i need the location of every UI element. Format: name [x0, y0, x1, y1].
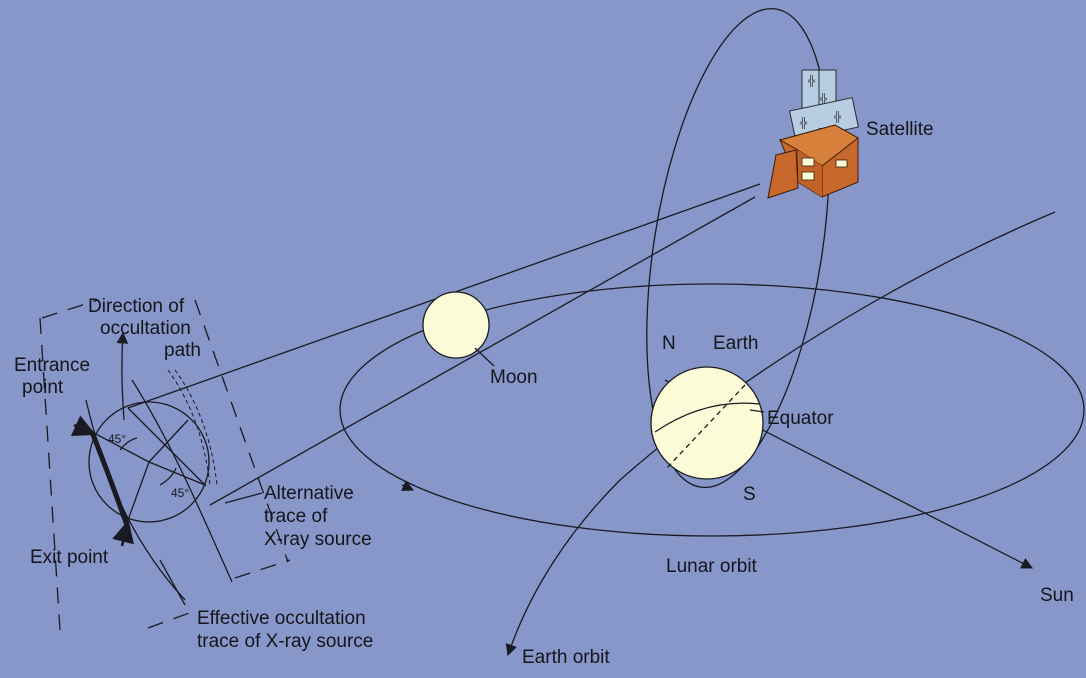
alternative-leader: [224, 492, 263, 504]
entrance-arrow: [70, 415, 97, 436]
moon-body: [422, 291, 490, 359]
earth-body: [650, 366, 764, 480]
exit-arrow: [112, 519, 135, 547]
detail-bracket-right: [194, 299, 289, 563]
moon-label: Moon: [490, 367, 538, 388]
detail-bracket-bottom: [147, 559, 291, 629]
effective-label-line1: Effective occultation: [197, 608, 366, 629]
svg-text:╬: ╬: [807, 74, 816, 87]
earth-orbit-label: Earth orbit: [522, 647, 610, 668]
radial-line-5: [127, 407, 207, 487]
earth-equator: [654, 402, 761, 433]
svg-text:╬: ╬: [833, 110, 842, 123]
entrance-label-line1: Entrance: [14, 355, 90, 376]
sight-line-lower: [209, 196, 756, 506]
alternative-trace-b: [174, 369, 218, 486]
lunar-orbit-arrow: [400, 480, 415, 491]
angle-bottom-label: 45°: [171, 486, 189, 500]
direction-arrow: [116, 331, 129, 421]
direction-label-line2: occultation: [100, 318, 191, 339]
radial-line-4: [148, 461, 206, 486]
satellite-orbit-ellipse: [646, 7, 830, 489]
effective-leader: [159, 559, 186, 606]
satellite-label: Satellite: [866, 119, 934, 140]
north-label: N: [662, 333, 676, 354]
sun-label: Sun: [1040, 585, 1074, 606]
lunar-orbit-ellipse: [339, 283, 1085, 537]
equator-leader: [749, 409, 765, 413]
equator-label: Equator: [767, 408, 834, 429]
source-disc: [88, 401, 210, 523]
moon-leader: [474, 347, 495, 367]
direction-label-line1: Direction of: [88, 296, 185, 317]
svg-text:╬: ╬: [799, 116, 808, 129]
entrance-label-line2: point: [22, 377, 64, 398]
radial-line-2: [127, 461, 150, 521]
alternative-label-line2: trace of: [264, 506, 328, 527]
effective-label-line2: trace of X-ray source: [197, 631, 373, 652]
alternative-label-line1: Alternative: [264, 483, 354, 504]
angle-top-label: 45°: [108, 432, 126, 446]
earth-axis-dashed: [664, 384, 746, 471]
lunar-orbit-label: Lunar orbit: [666, 556, 758, 577]
satellite-icon: ╬ ╬ ╬ ╬: [767, 69, 860, 199]
alternative-trace-a: [167, 369, 211, 486]
direction-label-line3: path: [164, 340, 201, 361]
svg-text:╬: ╬: [819, 92, 828, 105]
south-label: S: [743, 484, 756, 505]
occultation-detail: [39, 299, 291, 631]
angle-arc-top: [119, 437, 138, 451]
earth-orbit-path: [505, 211, 1056, 657]
detail-bracket-left: [39, 299, 99, 631]
angle-arc-bottom: [159, 467, 177, 486]
radial-line-1: [91, 431, 150, 463]
exit-label: Exit point: [30, 547, 109, 568]
radial-line-3: [148, 419, 189, 463]
earth-label: Earth: [713, 333, 758, 354]
alternative-label-line3: X-ray source: [264, 529, 372, 550]
